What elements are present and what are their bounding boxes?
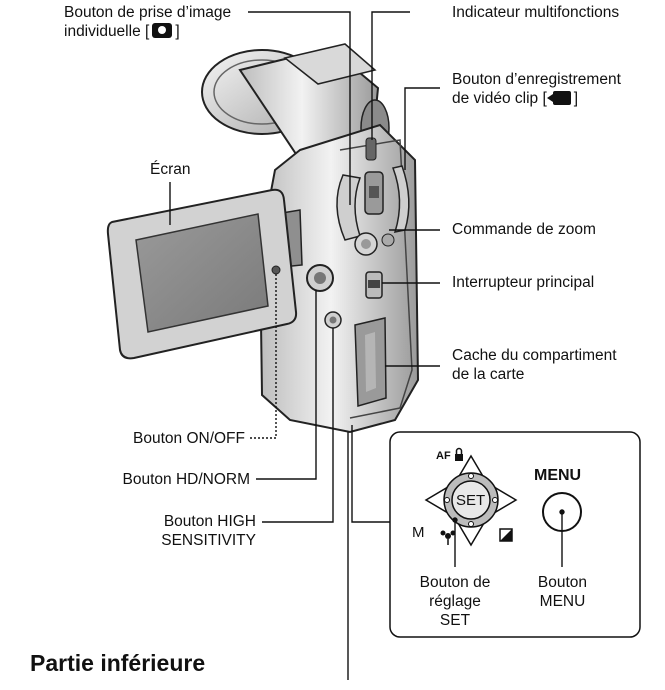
camera-icon (152, 23, 173, 38)
camera-body (258, 123, 420, 434)
label-card-cover-line2: de la carte (452, 366, 525, 383)
label-shot-button: Bouton de prise d’image individuelle [] (64, 3, 231, 41)
label-screen: Écran (150, 161, 191, 178)
label-onoff-button: Bouton ON/OFF (133, 430, 245, 447)
label-video-button: Bouton d’enregistrement de vidéo clip [] (452, 70, 621, 108)
label-set-button-line3: SET (439, 612, 471, 629)
label-high-sensitivity-line2: SENSITIVITY (161, 532, 256, 549)
label-set-button-line2: réglage (429, 593, 481, 610)
label-menu-button: Bouton MENU (525, 573, 600, 611)
label-multi-indicator: Indicateur multifonctions (452, 4, 620, 21)
inset-set-label: SET (456, 492, 486, 509)
label-zoom: Commande de zoom (452, 221, 596, 238)
lock-icon (455, 447, 463, 461)
label-video-button-line1: Bouton d’enregistrement (452, 71, 621, 88)
label-shot-button-close: ] (175, 23, 180, 40)
label-high-sensitivity-line1: Bouton HIGH (163, 513, 256, 530)
label-video-button-close: ] (573, 90, 579, 107)
label-menu-button-line2: MENU (539, 593, 586, 610)
macro-flower-icon (440, 530, 456, 545)
label-main-switch: Interrupteur principal (452, 274, 595, 291)
label-shot-button-line2: individuelle [ (64, 23, 150, 40)
label-hdnorm-button: Bouton HD/NORM (122, 471, 250, 488)
label-shot-button-line1: Bouton de prise d’image (64, 4, 232, 21)
video-camera-icon (546, 91, 571, 105)
inset-menu-label: MENU (534, 467, 582, 484)
lcd-panel (106, 188, 298, 360)
leader-lines (169, 11, 565, 680)
label-set-button: Bouton de réglage SET (415, 573, 495, 630)
label-card-cover: Cache du compartiment de la carte (452, 346, 617, 384)
label-menu-button-line1: Bouton (537, 574, 588, 591)
lens-barrel (201, 43, 390, 162)
bottom-heading: Partie inférieure (30, 650, 206, 676)
label-high-sensitivity: Bouton HIGH SENSITIVITY (90, 512, 256, 550)
label-card-cover-line1: Cache du compartiment (452, 347, 617, 364)
inset-af-label: AF (436, 450, 451, 462)
exposure-compensation-icon (499, 528, 513, 542)
label-video-button-line2: de vidéo clip [ (452, 90, 547, 107)
inset-m-label: M (412, 524, 425, 541)
label-set-button-line1: Bouton de (419, 574, 491, 591)
control-inset (389, 431, 641, 638)
